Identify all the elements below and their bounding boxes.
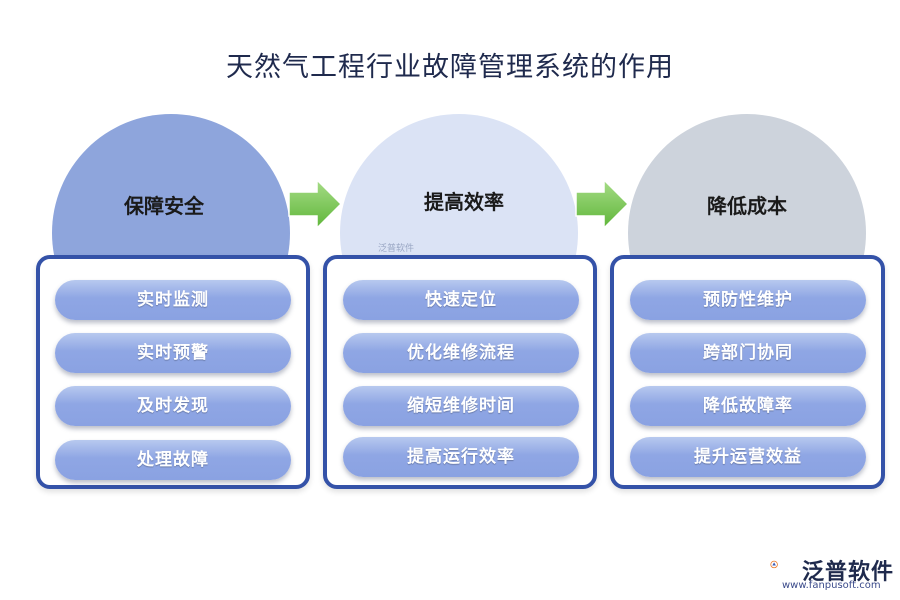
item-efficiency-4: 提高运行效率 bbox=[343, 437, 579, 477]
watermark: 泛普软件 bbox=[378, 244, 415, 254]
page-title: 天然气工程行业故障管理系统的作用 bbox=[226, 52, 674, 83]
item-safety-3: 及时发现 bbox=[55, 386, 291, 426]
item-safety-4: 处理故障 bbox=[55, 440, 291, 480]
item-cost-1: 预防性维护 bbox=[630, 280, 866, 320]
heading-safety: 保障安全 bbox=[124, 194, 204, 218]
item-efficiency-1: 快速定位 bbox=[343, 280, 579, 320]
logo-url: www.fanpusoft.com bbox=[782, 580, 881, 591]
item-safety-2: 实时预警 bbox=[55, 333, 291, 373]
item-cost-4: 提升运营效益 bbox=[630, 437, 866, 477]
item-efficiency-3: 缩短维修时间 bbox=[343, 386, 579, 426]
item-efficiency-2: 优化维修流程 bbox=[343, 333, 579, 373]
logo-name: 泛普软件 bbox=[802, 560, 895, 585]
arrow-right-icon bbox=[575, 178, 630, 230]
item-safety-1: 实时监测 bbox=[55, 280, 291, 320]
arrow-right-icon bbox=[288, 178, 343, 230]
heading-efficiency: 提高效率 bbox=[424, 190, 504, 214]
item-cost-3: 降低故障率 bbox=[630, 386, 866, 426]
item-cost-2: 跨部门协同 bbox=[630, 333, 866, 373]
fanpu-logo-icon bbox=[770, 560, 778, 569]
heading-cost: 降低成本 bbox=[707, 194, 787, 218]
